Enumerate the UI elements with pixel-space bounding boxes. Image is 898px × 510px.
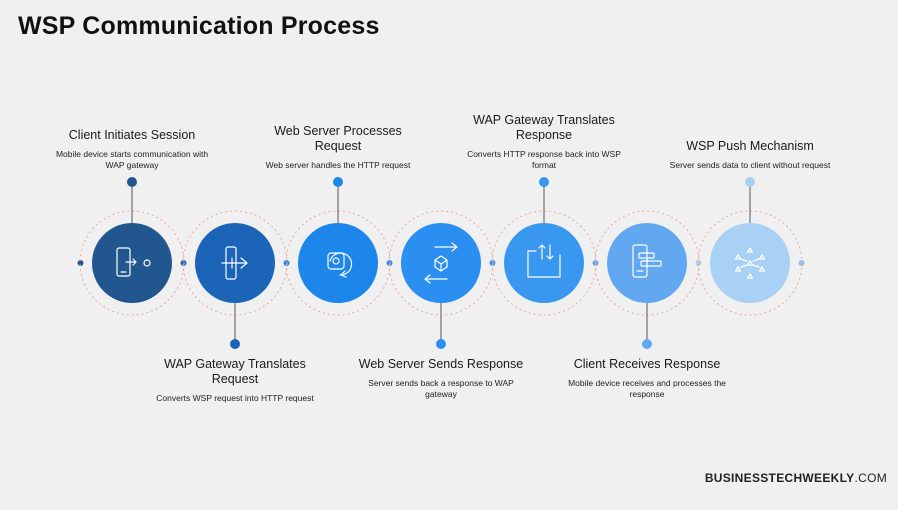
step-1-circle — [92, 223, 172, 303]
step-7-circle — [710, 223, 790, 303]
step-2-node — [182, 210, 288, 349]
step-2-description: Converts WSP request into HTTP request — [156, 393, 314, 403]
brand-suffix: .COM — [854, 471, 887, 485]
step-stem-dot — [333, 177, 343, 187]
step-3-title: Web Server Processes Request — [274, 124, 402, 153]
convert-folder-icon — [527, 244, 561, 278]
dashed-ring — [491, 210, 597, 316]
step-5-description: Converts HTTP response back into WSP for… — [467, 149, 621, 170]
step-4-description: Server sends back a response to WAP gate… — [368, 378, 514, 399]
step-3-description: Web server handles the HTTP request — [265, 160, 411, 170]
step-4-circle — [401, 223, 481, 303]
step-6-title: Client Receives Response — [573, 357, 721, 371]
step-5-circle — [504, 223, 584, 303]
page-title: WSP Communication Process — [18, 12, 380, 40]
step-6-node — [594, 210, 700, 349]
step-5-node — [491, 177, 597, 316]
step-1-description: Mobile device starts communication with … — [55, 149, 209, 170]
step-6-description: Mobile device receives and processes the… — [568, 378, 726, 399]
step-stem-dot — [745, 177, 755, 187]
dashed-ring — [285, 210, 391, 316]
push-network-icon — [734, 247, 766, 279]
step-stem-dot — [436, 339, 446, 349]
connector-dot — [77, 260, 84, 266]
step-5-text: WAP Gateway Translates Response Converts… — [459, 113, 629, 171]
step-2-text: WAP Gateway Translates Request Converts … — [150, 357, 320, 404]
step-1-node — [79, 177, 185, 316]
step-4-node — [388, 210, 494, 349]
mobile-connect-icon — [116, 247, 151, 277]
dashed-ring — [697, 210, 803, 316]
step-stem-dot — [539, 177, 549, 187]
step-stem-dot — [230, 339, 240, 349]
step-7-text: WSP Push Mechanism Server sends data to … — [665, 139, 835, 171]
step-7-node — [697, 177, 803, 316]
step-4-title: Web Server Sends Response — [358, 357, 524, 371]
brand-name: BUSINESSTECHWEEKLY — [704, 471, 855, 485]
mobile-receive-icon — [632, 244, 662, 278]
step-3-text: Web Server Processes Request Web server … — [253, 124, 423, 171]
step-6-text: Client Receives Response Mobile device r… — [562, 357, 732, 400]
step-1-title: Client Initiates Session — [68, 128, 196, 142]
translate-arrow-icon — [221, 246, 248, 280]
processing-icon — [327, 252, 353, 278]
step-2-title: WAP Gateway Translates Request — [164, 357, 306, 386]
step-5-title: WAP Gateway Translates Response — [473, 113, 615, 142]
step-stem-dot — [127, 177, 137, 187]
step-1-text: Client Initiates Session Mobile device s… — [47, 128, 217, 171]
send-box-icon — [424, 242, 458, 284]
brand-logo: BUSINESSTECHWEEKLY.COM — [705, 471, 887, 485]
step-7-description: Server sends data to client without requ… — [669, 160, 831, 170]
step-4-text: Web Server Sends Response Server sends b… — [356, 357, 526, 400]
step-3-node — [285, 177, 391, 316]
step-7-title: WSP Push Mechanism — [686, 139, 814, 153]
step-stem-dot — [642, 339, 652, 349]
dashed-ring — [79, 210, 185, 316]
